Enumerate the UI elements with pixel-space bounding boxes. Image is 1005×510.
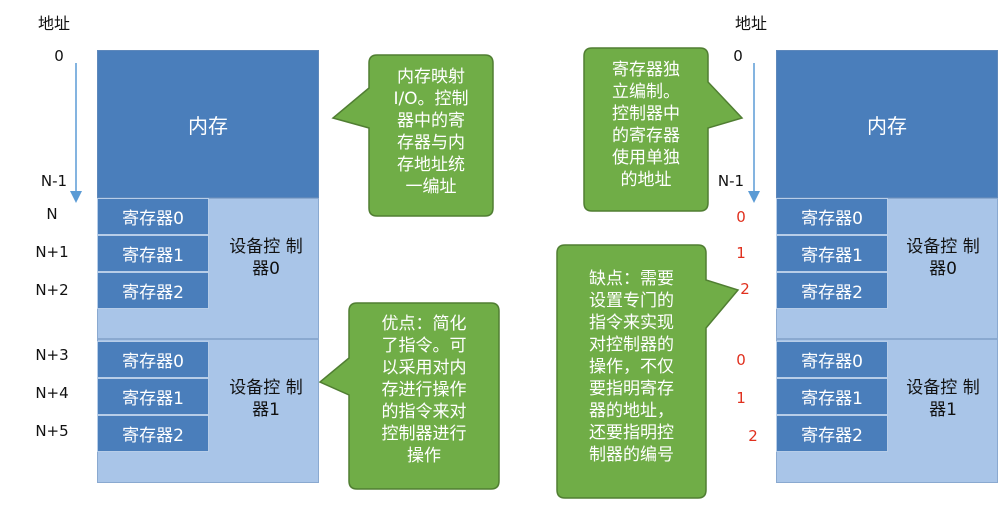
left-addr-n2: N+2 <box>35 281 69 299</box>
right-address-label: 地址 <box>735 14 768 33</box>
left-addr-0: 0 <box>54 47 64 65</box>
callout-independent-shape <box>583 47 744 212</box>
callout-memory-mapped-shape <box>331 54 494 217</box>
left-c1-register-0: 寄存器0 <box>97 341 209 378</box>
right-c1-register-1: 寄存器1 <box>776 378 888 415</box>
right-c1-num-1: 1 <box>736 389 746 407</box>
callout-memory-mapped-text: 内存映射 I/O。控制 器中的寄 存器与内 存地址统 一编址 <box>393 67 469 197</box>
right-c0-register-1: 寄存器1 <box>776 235 888 272</box>
callout-disadvantage-text: 缺点：需要 设置专门的 指令来实现 对控制器的 操作，不仅 要指明寄存 器的地址… <box>589 269 674 465</box>
right-c0-num-1: 1 <box>736 244 746 262</box>
left-memory-block: 内存 <box>97 50 319 198</box>
left-addr-n3: N+3 <box>35 346 69 364</box>
callout-independent-text: 寄存器独 立编制。 控制器中 的寄存器 使用单独 的地址 <box>612 60 680 190</box>
left-addr-n-1: N-1 <box>40 172 68 190</box>
right-c1-register-0: 寄存器0 <box>776 341 888 378</box>
right-controller-1-name: 设备控 制器1 <box>906 378 980 420</box>
callout-advantage-text: 优点：简化 了指令。可 以采用对内 存进行操作 的指令来对 控制器进行 操作 <box>381 314 467 466</box>
right-addr-0: 0 <box>733 47 743 65</box>
right-c0-register-2: 寄存器2 <box>776 272 888 309</box>
callout-disadvantage-shape <box>556 244 740 499</box>
left-addr-n5: N+5 <box>35 422 69 440</box>
right-c1-register-2: 寄存器2 <box>776 415 888 452</box>
left-c0-register-2: 寄存器2 <box>97 272 209 309</box>
right-c0-register-0: 寄存器0 <box>776 198 888 235</box>
right-c0-num-2: 2 <box>740 280 750 298</box>
left-addr-n: N <box>46 205 58 223</box>
left-controller-0-name: 设备控 制器0 <box>229 237 303 279</box>
left-c0-register-0: 寄存器0 <box>97 198 209 235</box>
left-addr-n1: N+1 <box>35 243 69 261</box>
right-controller-0-name: 设备控 制器0 <box>906 237 980 279</box>
left-memory-label: 内存 <box>188 113 228 138</box>
right-addr-n-1: N-1 <box>717 172 745 190</box>
left-c0-register-1: 寄存器1 <box>97 235 209 272</box>
left-address-label: 地址 <box>38 14 71 33</box>
right-c1-num-0: 0 <box>736 351 746 369</box>
right-c0-num-0: 0 <box>736 208 746 226</box>
left-c1-register-1: 寄存器1 <box>97 378 209 415</box>
left-c1-register-2: 寄存器2 <box>97 415 209 452</box>
left-addr-n4: N+4 <box>35 384 69 402</box>
right-memory-block: 内存 <box>776 50 998 198</box>
callout-advantage-shape <box>318 302 500 490</box>
right-c1-num-2: 2 <box>748 427 758 445</box>
right-memory-label: 内存 <box>867 113 907 138</box>
left-controller-1-name: 设备控 制器1 <box>229 378 303 420</box>
